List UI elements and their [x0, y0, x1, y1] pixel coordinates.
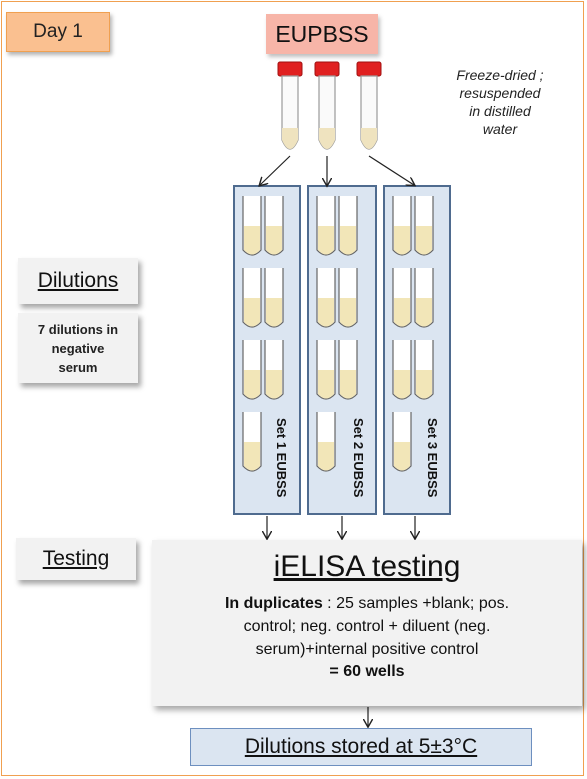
storage-text: Dilutions stored at 5±3°C	[244, 735, 478, 758]
dilutions-note-box: 7 dilutions in negative serum	[18, 313, 138, 383]
dilution-tube	[338, 340, 358, 400]
tube-powder	[319, 128, 335, 149]
dilution-tube	[316, 412, 336, 472]
ielisa-description: In duplicates : 25 samples +blank; pos. …	[152, 592, 582, 661]
dilutions-label-box: Dilutions	[18, 258, 138, 304]
tube-cap	[314, 61, 340, 77]
note-line: water	[482, 121, 518, 137]
sample-label: EUPBSS	[275, 20, 369, 47]
flow-arrow	[368, 155, 414, 185]
note-line: resuspended	[459, 85, 541, 101]
tube-liquid	[416, 370, 432, 399]
dilution-tube	[338, 268, 358, 328]
flow-arrow	[260, 155, 291, 185]
dilutions-title: Dilutions	[37, 269, 119, 292]
dilutions-note-line: 7 dilutions in	[37, 321, 119, 337]
sample-label-box: EUPBSS	[266, 14, 378, 54]
tube-liquid	[244, 298, 260, 327]
tube-cap	[356, 61, 382, 77]
ielisa-lead: In duplicates	[224, 595, 323, 612]
tube-liquid	[318, 226, 334, 255]
source-tube	[314, 61, 340, 150]
set-2-label: Set 2 EUBSS	[351, 418, 366, 498]
tube-liquid	[266, 370, 282, 399]
tube-liquid	[394, 370, 410, 399]
ielisa-line: : 25 samples +blank; pos.	[322, 595, 510, 612]
dilution-tube	[392, 268, 412, 328]
tube-liquid	[340, 226, 356, 255]
tube-liquid	[266, 226, 282, 255]
tube-liquid	[318, 442, 334, 471]
dilution-tube	[392, 196, 412, 256]
tube-liquid	[340, 298, 356, 327]
tube-liquid	[244, 370, 260, 399]
dilution-tube	[242, 196, 262, 256]
ielisa-title: iELISA testing	[273, 550, 461, 583]
dilution-tube	[242, 412, 262, 472]
tube-liquid	[318, 298, 334, 327]
tube-liquid	[394, 298, 410, 327]
tube-powder	[282, 128, 298, 149]
ielisa-line: control; neg. control + diluent (neg.	[243, 618, 491, 635]
storage-box: Dilutions stored at 5±3°C	[190, 728, 532, 766]
testing-label-box: Testing	[16, 538, 136, 580]
tube-liquid	[266, 298, 282, 327]
tube-liquid	[340, 370, 356, 399]
tube-liquid	[416, 226, 432, 255]
tube-cap	[277, 61, 303, 77]
dilution-tube	[264, 268, 284, 328]
source-tube	[277, 61, 303, 150]
tube-liquid	[416, 298, 432, 327]
dilution-tube	[316, 340, 336, 400]
dilution-tube	[316, 196, 336, 256]
set-1-label: Set 1 EUBSS	[274, 418, 289, 498]
set-3-label: Set 3 EUBSS	[425, 418, 440, 498]
day-label-box: Day 1	[6, 12, 110, 52]
note-line: Freeze-dried ;	[456, 67, 544, 83]
dilution-tube	[242, 268, 262, 328]
dilution-tube	[414, 340, 434, 400]
day-label: Day 1	[33, 21, 83, 42]
ielisa-box: iELISA testing In duplicates : 25 sample…	[152, 540, 582, 706]
preparation-note: Freeze-dried ; resuspended in distilled …	[440, 66, 560, 138]
dilution-tube	[338, 196, 358, 256]
dilutions-note-line: serum	[58, 359, 98, 375]
tube-liquid	[394, 226, 410, 255]
source-tube	[356, 61, 382, 150]
tube-liquid	[244, 442, 260, 471]
dilution-tube	[392, 340, 412, 400]
dilution-tube	[414, 268, 434, 328]
dilution-tube	[264, 340, 284, 400]
dilutions-note-line: negative	[51, 340, 105, 356]
tube-liquid	[394, 442, 410, 471]
dilution-tube	[414, 196, 434, 256]
tube-powder	[361, 128, 377, 149]
dilution-tube	[264, 196, 284, 256]
tube-liquid	[244, 226, 260, 255]
ielisa-total: = 60 wells	[329, 663, 405, 680]
dilution-tube	[242, 340, 262, 400]
testing-title: Testing	[42, 547, 110, 570]
note-line: in distilled	[469, 103, 531, 119]
dilution-tube	[392, 412, 412, 472]
tube-liquid	[318, 370, 334, 399]
dilution-tube	[316, 268, 336, 328]
ielisa-line: serum)+internal positive control	[255, 641, 479, 658]
